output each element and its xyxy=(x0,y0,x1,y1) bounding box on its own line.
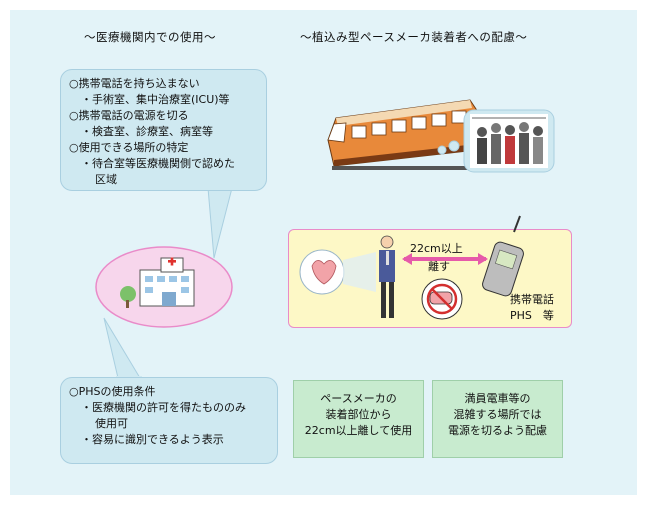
distance-label-1: 22cm以上 xyxy=(410,242,463,255)
rule-line: ・手術室、集中治療室(ICU)等 xyxy=(81,93,230,106)
hospital-rules-list: ○携帯電話を持ち込まない・手術室、集中治療室(ICU)等 ○携帯電話の電源を切る・… xyxy=(69,76,258,188)
heart-icon xyxy=(299,249,376,295)
device-label-1: 携帯電話 xyxy=(510,293,554,306)
pacemaker-consideration-heading: 〜植込み型ペースメーカ装着者への配慮〜 xyxy=(300,30,528,44)
crowd-icon xyxy=(470,114,548,168)
rule-line: ・検査室、診療室、病室等 xyxy=(81,125,213,138)
rule-line: ○携帯電話を持ち込まない xyxy=(69,77,200,90)
advice-line: ペースメーカの xyxy=(320,392,397,405)
hospital-use-heading: 〜医療機関内での使用〜 xyxy=(84,30,216,44)
advice-box-crowded: 満員電車等の 混雑する場所では 電源を切るよう配慮 xyxy=(432,380,563,458)
advice-line: 22cm以上離して使用 xyxy=(304,424,413,437)
person-icon xyxy=(379,235,395,318)
hospital-icon xyxy=(120,257,195,308)
advice-box-distance: ペースメーカの 装着部位から 22cm以上離して使用 xyxy=(293,380,424,458)
hospital-rules-bubble: ○携帯電話を持ち込まない・手術室、集中治療室(ICU)等 ○携帯電話の電源を切る・… xyxy=(60,69,267,191)
rule-line: ○使用できる場所の特定 xyxy=(69,141,189,154)
advice-line: 混雑する場所では xyxy=(453,408,542,421)
advice-line: 装着部位から xyxy=(325,408,392,421)
mobile-phone-icon xyxy=(482,215,524,297)
advice-line: 満員電車等の xyxy=(464,392,531,405)
phs-rules-list: ○PHSの使用条件・医療機関の許可を得たもののみ使用可・容易に識別できるよう表示 xyxy=(69,384,269,448)
rule-line: 区域 xyxy=(95,173,117,186)
distance-label-2: 離す xyxy=(428,260,450,273)
rule-line: ○PHSの使用条件 xyxy=(69,385,156,398)
device-label-2: PHS 等 xyxy=(510,309,554,322)
advice-line: 電源を切るよう配慮 xyxy=(448,424,547,437)
rule-line: ○携帯電話の電源を切る xyxy=(69,109,189,122)
no-phone-icon xyxy=(421,278,463,320)
phs-rules-bubble: ○PHSの使用条件・医療機関の許可を得たもののみ使用可・容易に識別できるよう表示 xyxy=(60,377,278,464)
rule-line: ・医療機関の許可を得たもののみ xyxy=(81,401,246,414)
rule-line: ・待合室等医療機関側で認めた xyxy=(81,157,235,170)
rule-line: ・容易に識別できるよう表示 xyxy=(81,433,224,446)
rule-line: 使用可 xyxy=(95,417,128,430)
